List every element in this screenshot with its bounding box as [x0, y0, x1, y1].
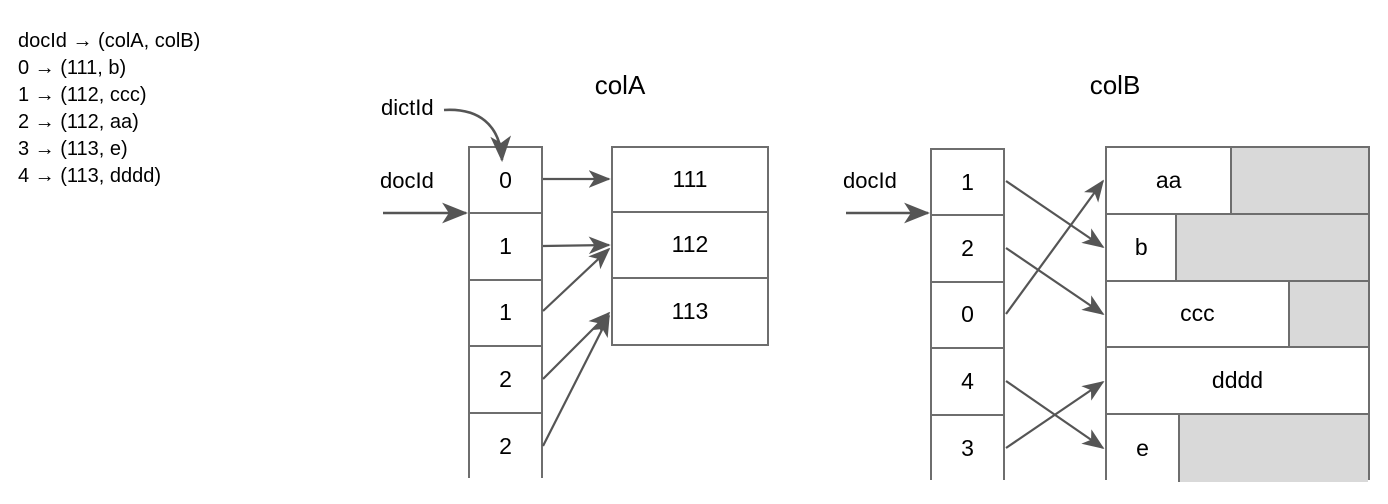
- colB-value-cell: dddd: [1107, 348, 1368, 416]
- colA-dictid-column: 0 1 1 2 2: [468, 146, 543, 480]
- legend-line: docId → (colA, colB): [18, 30, 201, 52]
- colB-value-cell: aa: [1107, 148, 1368, 215]
- colB-value-cell: b: [1107, 214, 1368, 282]
- colA-dictid-cell: 2: [470, 413, 541, 480]
- colA-value-cell: 113: [613, 278, 767, 344]
- docid-mapping-legend: docId → (colA, colB) 0 → (111, b) 1 → (1…: [18, 28, 200, 190]
- colB-dictid-column: 1 2 0 4 3: [930, 148, 1005, 482]
- colB-value-text: ccc: [1107, 281, 1290, 347]
- docid-label-colA: docId: [380, 168, 434, 193]
- colA-value-cell: 111: [613, 148, 767, 214]
- colB-lookup-arrow: [1005, 180, 1105, 248]
- colB-lookup-arrow: [1005, 247, 1105, 315]
- legend-line: 4 → (113, dddd): [18, 165, 162, 187]
- colA-dictid-cell: 1: [470, 280, 541, 348]
- colB-dictid-cell: 2: [932, 216, 1003, 283]
- legend-line: 3 → (113, e): [18, 138, 128, 160]
- colB-dictid-cell: 1: [932, 150, 1003, 217]
- colA-lookup-arrow: [542, 311, 611, 380]
- colA-lookup-arrow: [542, 236, 611, 255]
- colA-lookup-arrow: [542, 247, 611, 312]
- colA-dictid-cell: 2: [470, 347, 541, 414]
- legend-line: 0 → (111, b): [18, 57, 127, 79]
- colB-value-text: dddd: [1107, 348, 1368, 414]
- colB-title: colB: [1089, 70, 1141, 100]
- colB-dictid-cell: 3: [932, 415, 1003, 482]
- colB-dictid-cell: 4: [932, 349, 1003, 416]
- colB-value-cell: e: [1107, 415, 1368, 482]
- colA-title: colA: [594, 70, 646, 100]
- colA-dictid-cell: 1: [470, 214, 541, 281]
- colB-value-cell: ccc: [1107, 281, 1368, 349]
- colB-dictid-cell: 0: [932, 282, 1003, 350]
- colB-value-text: aa: [1107, 148, 1233, 213]
- docid-label-colB: docId: [843, 168, 897, 193]
- colA-value-cell: 112: [613, 213, 767, 279]
- colA-dictionary-values: 111 112 113: [611, 146, 769, 346]
- colA-lookup-arrow: [542, 314, 610, 447]
- colB-lookup-arrow: [1005, 179, 1105, 315]
- legend-line: 1 → (112, ccc): [18, 84, 147, 106]
- colB-lookup-arrow: [1005, 380, 1105, 450]
- colB-lookup-arrow: [1005, 381, 1105, 449]
- legend-line: 2 → (112, aa): [18, 111, 139, 133]
- colA-dictid-cell: 0: [470, 148, 541, 215]
- colB-value-text: e: [1107, 415, 1181, 482]
- colB-value-text: b: [1107, 214, 1178, 280]
- colB-dictionary-values: aa b ccc dddd e: [1105, 146, 1370, 482]
- dictid-label: dictId: [381, 95, 434, 120]
